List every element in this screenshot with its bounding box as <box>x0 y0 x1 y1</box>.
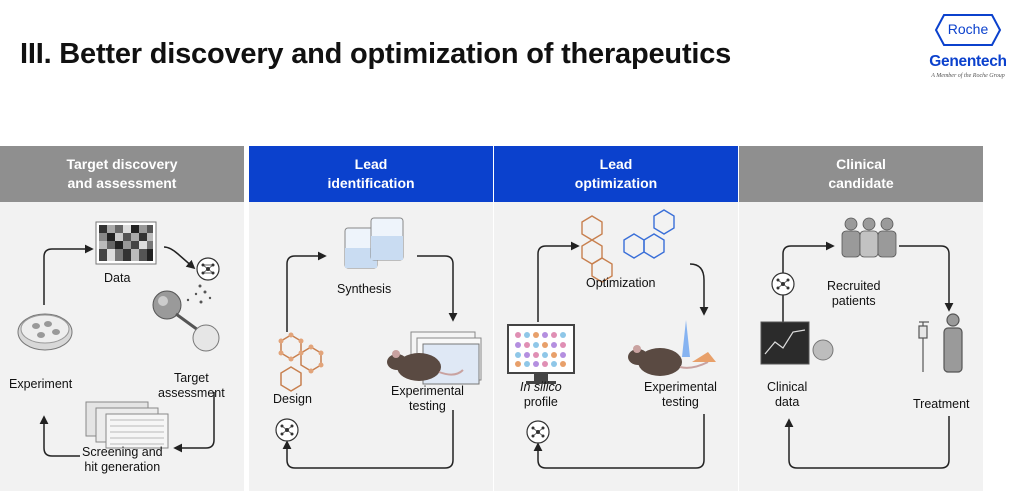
page-title: III. Better discovery and optimization o… <box>20 38 732 70</box>
roche-genentech-logo: Roche Genentech A Member of the Roche Gr… <box>912 13 1024 83</box>
mouse-icon <box>387 331 482 385</box>
label-design: Design <box>273 392 312 406</box>
monitor-icon <box>507 324 575 384</box>
treatment-icon <box>918 313 963 373</box>
target-cell-icon <box>152 284 220 352</box>
logo-tagline: A Member of the Roche Group <box>931 73 1005 79</box>
arrow-data-to-target <box>163 246 196 270</box>
ai-network-icon <box>196 257 220 281</box>
screening-plates-icon <box>85 401 169 449</box>
arrow-screening-to-experiment <box>39 415 80 457</box>
petri-dish-icon <box>17 313 73 351</box>
beakers-icon <box>344 217 404 269</box>
ai-network-icon <box>526 420 550 444</box>
label-optimization: Optimization <box>586 276 656 290</box>
label-synthesis: Synthesis <box>337 282 392 296</box>
label-treatment: Treatment <box>913 397 970 411</box>
lead-optimization-cycle-diagram <box>507 209 716 469</box>
target-discovery-cycle-diagram <box>17 221 220 457</box>
mouse-spike-icon <box>628 320 716 376</box>
ai-network-icon <box>275 418 299 442</box>
molecule-icon <box>278 332 324 392</box>
ai-network-icon <box>771 272 795 296</box>
arrow-target-to-screening <box>173 392 215 453</box>
label-experiment: Experiment <box>9 377 73 391</box>
lead-identification-cycle-diagram <box>275 217 482 469</box>
genentech-wordmark: Genentech <box>929 53 1007 70</box>
molecule-blue-icon <box>623 209 675 259</box>
roche-hexagon-icon <box>934 14 1002 46</box>
label-data: Data <box>104 271 131 285</box>
molecule-orange-icon <box>581 215 613 283</box>
roche-wordmark: Roche <box>947 21 989 37</box>
patients-icon <box>841 217 897 258</box>
heatmap-icon <box>95 221 157 265</box>
arrow-experiment-to-data <box>43 244 94 305</box>
clinical-data-icon <box>760 321 834 365</box>
clinical-candidate-cycle-diagram <box>760 217 963 469</box>
